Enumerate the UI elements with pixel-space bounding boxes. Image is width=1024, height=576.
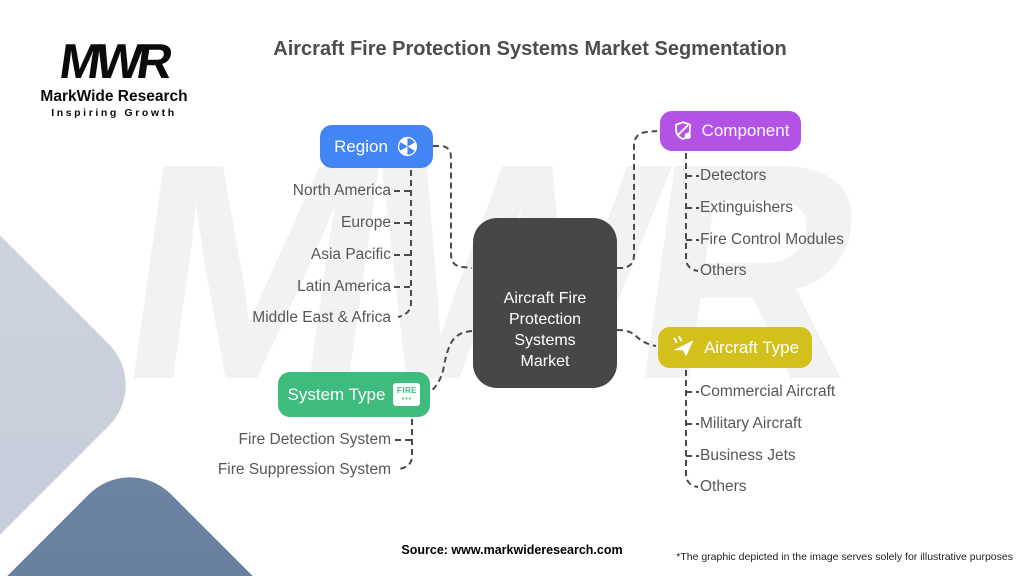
- fire-panel-dots: •••: [401, 395, 413, 403]
- list-item-component: Detectors: [700, 167, 767, 184]
- branch-label-component: Component: [701, 121, 790, 140]
- list-item-component: Extinguishers: [700, 199, 794, 216]
- markwide-logo: MWR MarkWide Research Inspiring Growth: [30, 35, 198, 119]
- airplane-icon: [671, 335, 696, 360]
- connector-region-main: [433, 145, 473, 269]
- center-node-line: Market: [520, 353, 570, 370]
- globe-icon: [396, 135, 419, 158]
- fire-alarm-panel-icon: FIRE •••: [393, 383, 421, 406]
- branch-node-component: Component: [660, 111, 801, 151]
- center-node-line: Systems: [514, 332, 576, 349]
- disclaimer-text: *The graphic depicted in the image serve…: [676, 551, 1013, 563]
- connector-system-spine: [398, 419, 413, 470]
- center-node-line: Aircraft Fire: [503, 290, 587, 307]
- logo-acronym: MWR: [56, 35, 172, 89]
- shield-slash-icon: [672, 120, 694, 142]
- list-item-region: Middle East & Africa: [252, 309, 391, 326]
- connector-aircraft-spine: [685, 370, 699, 488]
- list-item-system-type: Fire Detection System: [238, 431, 391, 448]
- branch-label-system-type: System Type: [287, 384, 386, 404]
- fire-panel-text: FIRE: [397, 385, 417, 395]
- connector-component-main: [617, 130, 658, 269]
- list-item-region: Asia Pacific: [310, 246, 391, 263]
- connector-region-spine: [397, 170, 412, 318]
- connector-aircraft-ticks: [686, 391, 699, 457]
- list-item-system-type: Fire Suppression System: [217, 461, 391, 478]
- list-item-component: Fire Control Modules: [700, 231, 844, 248]
- list-item-aircraft-type: Military Aircraft: [700, 415, 802, 432]
- branch-label-aircraft-type: Aircraft Type: [703, 337, 800, 357]
- center-node-line: Protection: [508, 311, 582, 328]
- branch-node-aircraft-type: Aircraft Type: [658, 327, 812, 368]
- page-title: Aircraft Fire Protection Systems Market …: [273, 38, 787, 60]
- branch-label-region: Region: [334, 136, 388, 156]
- list-item-component: Others: [700, 262, 747, 279]
- connector-region-ticks: [394, 190, 411, 288]
- connector-system-main: [429, 330, 473, 393]
- list-item-aircraft-type: Business Jets: [700, 447, 796, 464]
- list-item-region: North America: [292, 182, 391, 199]
- center-market-node: Aircraft Fire Protection Systems Market: [473, 218, 617, 388]
- source-text: Source: www.markwideresearch.com: [401, 543, 623, 557]
- list-item-region: Latin America: [297, 278, 391, 295]
- list-item-aircraft-type: Others: [700, 478, 747, 495]
- list-item-region: Europe: [341, 214, 391, 231]
- connector-component-spine: [685, 153, 699, 272]
- branch-node-region: Region: [320, 125, 433, 168]
- list-item-aircraft-type: Commercial Aircraft: [700, 383, 836, 400]
- connector-aircraft-main: [616, 329, 657, 347]
- logo-tagline: Inspiring Growth: [51, 107, 177, 119]
- branch-node-system-type: System Type FIRE •••: [278, 372, 430, 417]
- connector-component-ticks: [686, 175, 699, 241]
- logo-name: MarkWide Research: [40, 88, 188, 105]
